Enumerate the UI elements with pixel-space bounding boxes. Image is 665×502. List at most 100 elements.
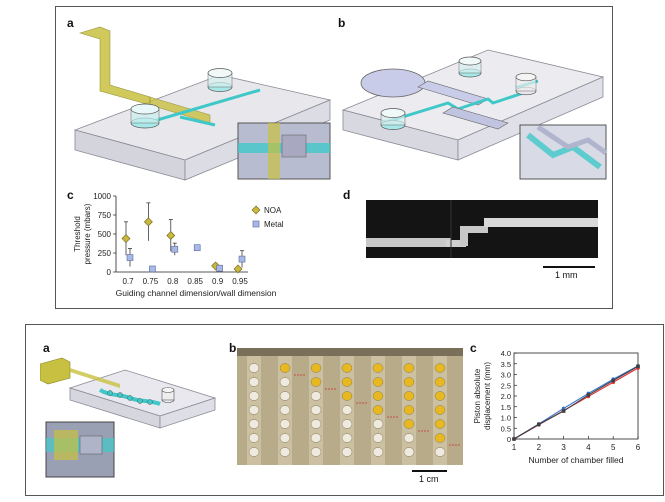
empty-chamber xyxy=(279,447,291,457)
metal-point xyxy=(216,264,223,272)
y-tick-label: 250 xyxy=(98,249,112,258)
x-tick-label: 2 xyxy=(537,443,542,452)
chamber-columns xyxy=(237,348,463,465)
empty-chamber xyxy=(341,419,353,429)
series-line xyxy=(513,365,639,440)
noa-point xyxy=(233,264,243,274)
chamber-photograph xyxy=(237,348,463,465)
filled-chamber xyxy=(434,391,446,401)
data-point xyxy=(561,409,566,413)
y-axis-label-line2: pressure (mbars) xyxy=(83,203,92,264)
filled-chamber xyxy=(341,363,353,373)
x-tick-label: 6 xyxy=(636,443,641,452)
legend-metal-marker xyxy=(252,220,260,228)
filled-chamber xyxy=(434,405,446,415)
filled-chamber xyxy=(341,377,353,387)
y-tick-label: 3.5 xyxy=(501,360,511,369)
empty-chamber xyxy=(310,419,322,429)
metal-point xyxy=(149,265,156,273)
x-tick-label: 0.95 xyxy=(232,277,248,286)
y-axis-label-line1: Piston absolute xyxy=(473,368,482,423)
empty-chamber xyxy=(310,447,322,457)
empty-chamber xyxy=(279,433,291,443)
empty-chamber xyxy=(248,391,260,401)
empty-chamber xyxy=(403,433,415,443)
x-tick-label: 0.7 xyxy=(122,277,134,286)
filled-chamber xyxy=(310,363,322,373)
metal-point xyxy=(126,254,134,261)
top-figure-frame xyxy=(55,6,613,309)
empty-chamber xyxy=(372,447,384,457)
empty-chamber xyxy=(310,433,322,443)
x-tick-label: 0.9 xyxy=(212,277,224,286)
filled-chamber xyxy=(310,377,322,387)
empty-chamber xyxy=(248,363,260,373)
empty-chamber xyxy=(248,447,260,457)
filled-chamber xyxy=(434,433,446,443)
y-tick-label: 500 xyxy=(98,230,112,239)
noa-point xyxy=(166,231,176,240)
filled-chamber xyxy=(403,363,415,373)
x-tick-label: 0.8 xyxy=(167,277,179,286)
empty-chamber xyxy=(248,405,260,415)
empty-chamber xyxy=(279,419,291,429)
empty-chamber xyxy=(341,433,353,443)
empty-chamber xyxy=(310,405,322,415)
empty-chamber xyxy=(434,447,446,457)
panel-label-a-bottom: a xyxy=(43,341,50,355)
filled-chamber xyxy=(279,363,291,373)
y-tick-label: 1.5 xyxy=(501,403,511,412)
y-tick-label: 0 xyxy=(107,268,112,277)
x-tick-label: 4 xyxy=(586,443,591,452)
filled-chamber xyxy=(372,377,384,387)
y-tick-label: 750 xyxy=(98,211,112,220)
empty-chamber xyxy=(248,433,260,443)
y-tick-label: 2.5 xyxy=(501,381,511,390)
x-axis-label: Guiding channel dimension/wall dimension xyxy=(116,288,277,298)
filled-chamber xyxy=(403,391,415,401)
metal-point xyxy=(238,255,246,263)
y-axis-label: Thresholdpressure (mbars) xyxy=(73,203,92,264)
legend-label: NOA xyxy=(264,206,282,215)
y-tick-label: 1.0 xyxy=(501,414,511,423)
x-tick-label: 0.75 xyxy=(143,277,159,286)
data-point xyxy=(586,393,591,397)
filled-chamber xyxy=(434,419,446,429)
filled-chamber xyxy=(403,377,415,387)
panel-label-a-top: a xyxy=(67,16,74,30)
device-illustration-a-bottom xyxy=(40,357,217,478)
y-tick-label: 2.0 xyxy=(501,392,511,401)
bottom-figure-frame xyxy=(25,324,664,496)
legend-label: Metal xyxy=(264,220,284,229)
filled-chamber xyxy=(403,405,415,415)
y-axis-label-line1: Threshold xyxy=(73,216,82,252)
noa-point xyxy=(143,217,153,227)
filled-chamber xyxy=(403,419,415,429)
empty-chamber xyxy=(248,419,260,429)
empty-chamber xyxy=(279,405,291,415)
panel-label-d-top: d xyxy=(343,188,351,202)
y-tick-label: 1000 xyxy=(93,192,111,201)
x-tick-label: 5 xyxy=(611,443,616,452)
filled-chamber xyxy=(372,363,384,373)
filled-chamber xyxy=(434,377,446,387)
data-point xyxy=(636,364,640,369)
y-tick-label: 4.0 xyxy=(501,349,511,358)
filled-chamber xyxy=(372,405,384,415)
noa-point xyxy=(121,234,131,243)
photo-scale-label: 1 cm xyxy=(419,474,439,484)
panel-label-c-top: c xyxy=(67,188,74,202)
y-tick-label: 0 xyxy=(507,435,511,444)
micrograph-scale-label: 1 mm xyxy=(555,270,578,280)
empty-chamber xyxy=(310,391,322,401)
empty-chamber xyxy=(403,447,415,457)
empty-chamber xyxy=(372,419,384,429)
x-tick-label: 3 xyxy=(561,443,566,452)
y-axis-label-line2: displacement (mm) xyxy=(483,362,492,430)
panel-label-b-bottom: b xyxy=(229,341,237,355)
data-point xyxy=(512,437,516,441)
y-tick-label: 3.0 xyxy=(501,371,511,380)
metal-point xyxy=(171,245,179,253)
